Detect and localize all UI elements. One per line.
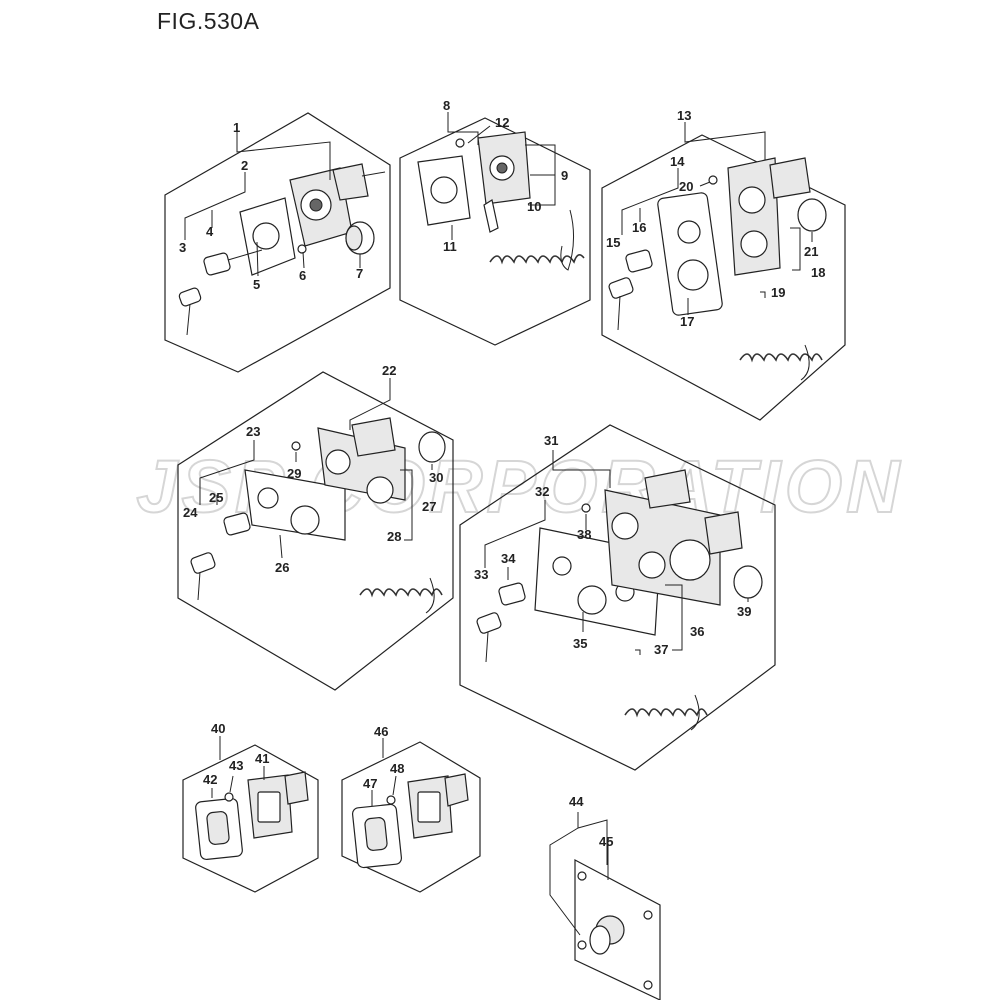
assembly-group-8 — [399, 112, 591, 346]
part-label-32: 32 — [535, 484, 549, 499]
part-label-34: 34 — [501, 551, 516, 566]
figure-title: FIG.530A — [157, 8, 260, 34]
assembly-group-13 — [601, 122, 846, 421]
part-label-19: 19 — [771, 285, 785, 300]
part-label-4: 4 — [206, 224, 214, 239]
part-label-17: 17 — [680, 314, 694, 329]
part-label-44: 44 — [569, 794, 584, 809]
part-label-29: 29 — [287, 466, 301, 481]
part-label-27: 27 — [422, 499, 436, 514]
part-label-23: 23 — [246, 424, 260, 439]
part-number-labels: 1 2 3 4 5 6 7 8 9 10 11 12 13 14 15 16 1… — [179, 98, 825, 849]
part-label-15: 15 — [606, 235, 620, 250]
part-label-3: 3 — [179, 240, 186, 255]
part-label-21: 21 — [804, 244, 818, 259]
part-label-43: 43 — [229, 758, 243, 773]
part-label-22: 22 — [382, 363, 396, 378]
part-label-11: 11 — [443, 239, 457, 254]
part-label-38: 38 — [577, 527, 591, 542]
part-label-40: 40 — [211, 721, 225, 736]
part-label-1: 1 — [233, 120, 240, 135]
part-label-8: 8 — [443, 98, 450, 113]
part-label-26: 26 — [275, 560, 289, 575]
assembly-group-1 — [164, 112, 391, 373]
part-label-36: 36 — [690, 624, 704, 639]
part-label-33: 33 — [474, 567, 488, 582]
part-label-28: 28 — [387, 529, 401, 544]
part-label-24: 24 — [183, 505, 198, 520]
part-label-48: 48 — [390, 761, 404, 776]
part-label-46: 46 — [374, 724, 388, 739]
part-label-7: 7 — [356, 266, 363, 281]
part-label-16: 16 — [632, 220, 646, 235]
part-label-10: 10 — [527, 199, 541, 214]
assembly-group-31 — [459, 424, 776, 771]
part-label-9: 9 — [561, 168, 568, 183]
part-label-39: 39 — [737, 604, 751, 619]
part-label-47: 47 — [363, 776, 377, 791]
part-label-30: 30 — [429, 470, 443, 485]
part-label-6: 6 — [299, 268, 306, 283]
part-label-37: 37 — [654, 642, 668, 657]
part-label-45: 45 — [599, 834, 613, 849]
part-label-35: 35 — [573, 636, 587, 651]
part-label-18: 18 — [811, 265, 825, 280]
part-label-42: 42 — [203, 772, 217, 787]
part-label-12: 12 — [495, 115, 509, 130]
part-label-14: 14 — [670, 154, 685, 169]
part-label-41: 41 — [255, 751, 269, 766]
assembly-group-22 — [177, 371, 454, 691]
part-label-2: 2 — [241, 158, 248, 173]
part-label-25: 25 — [209, 490, 223, 505]
assembly-group-40 — [182, 736, 319, 893]
part-label-13: 13 — [677, 108, 691, 123]
part-label-20: 20 — [679, 179, 693, 194]
part-label-31: 31 — [544, 433, 558, 448]
assembly-group-44 — [549, 812, 661, 1000]
assembly-group-46 — [341, 738, 481, 893]
part-label-5: 5 — [253, 277, 260, 292]
